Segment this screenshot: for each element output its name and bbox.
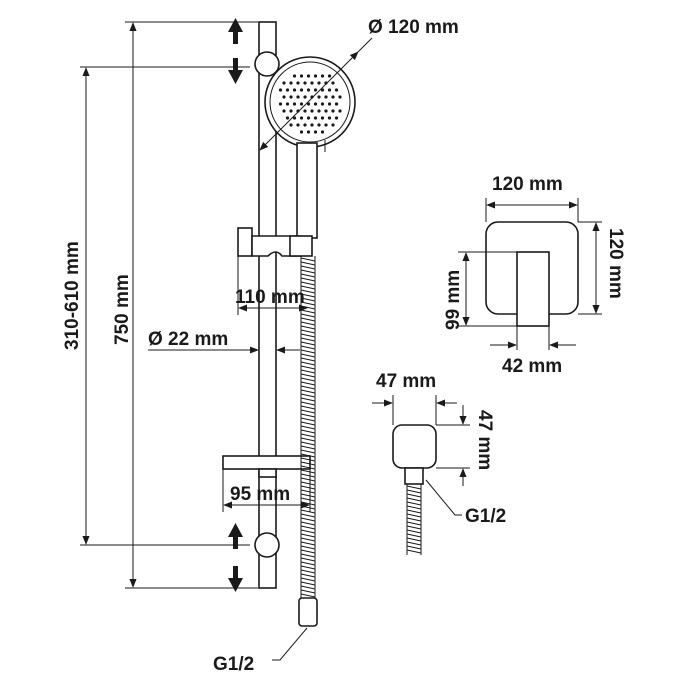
head-diameter-dimension: Ø 120 mm <box>259 17 459 151</box>
plate-width-dimension: 120 mm <box>485 174 579 222</box>
rail-length-label: 750 mm <box>112 274 133 345</box>
bottom-wall-bracket <box>254 532 280 558</box>
adjust-range-dimension: 310-610 mm <box>62 66 250 546</box>
plate-height-label: 120 mm <box>605 228 626 299</box>
head-diameter-label: Ø 120 mm <box>368 17 459 38</box>
wall-elbow <box>392 424 437 555</box>
hose-thread-label: G1/2 <box>213 654 254 675</box>
handset-holder <box>237 227 313 257</box>
elbow-height-label: 47 mm <box>474 410 495 470</box>
elbow-thread-callout: G1/2 <box>425 479 506 527</box>
rail-diameter-dimension: Ø 22 mm <box>148 329 300 354</box>
mixer-wall-plate <box>485 221 579 327</box>
bottom-adjust-arrows <box>228 523 243 592</box>
elbow-thread-label: G1/2 <box>465 506 506 527</box>
shower-head <box>264 56 356 239</box>
plate-height-dimension: 120 mm <box>578 221 626 315</box>
elbow-width-label: 47 mm <box>376 371 436 392</box>
lever-height-dimension: 99 mm <box>443 251 517 330</box>
lever-width-dimension: 42 mm <box>490 326 576 377</box>
slider-offset-dimension: 95 mm <box>222 469 311 512</box>
hose-thread-callout: G1/2 <box>213 627 308 675</box>
holder-offset-label: 110 mm <box>235 287 305 308</box>
adjust-range-label: 310-610 mm <box>62 241 83 350</box>
shower-hose <box>298 256 318 627</box>
slider-offset-label: 95 mm <box>230 484 290 505</box>
elbow-height-dimension: 47 mm <box>436 405 495 486</box>
rail-length-dimension: 750 mm <box>112 21 258 589</box>
soap-dish-slider <box>222 455 311 478</box>
elbow-width-dimension: 47 mm <box>372 371 457 425</box>
top-adjust-arrows <box>228 18 243 84</box>
lever-height-label: 99 mm <box>443 270 464 330</box>
lever-width-label: 42 mm <box>502 356 562 377</box>
rail-diameter-label: Ø 22 mm <box>148 329 228 350</box>
holder-offset-dimension: 110 mm <box>235 256 308 315</box>
plate-width-label: 120 mm <box>492 174 563 195</box>
